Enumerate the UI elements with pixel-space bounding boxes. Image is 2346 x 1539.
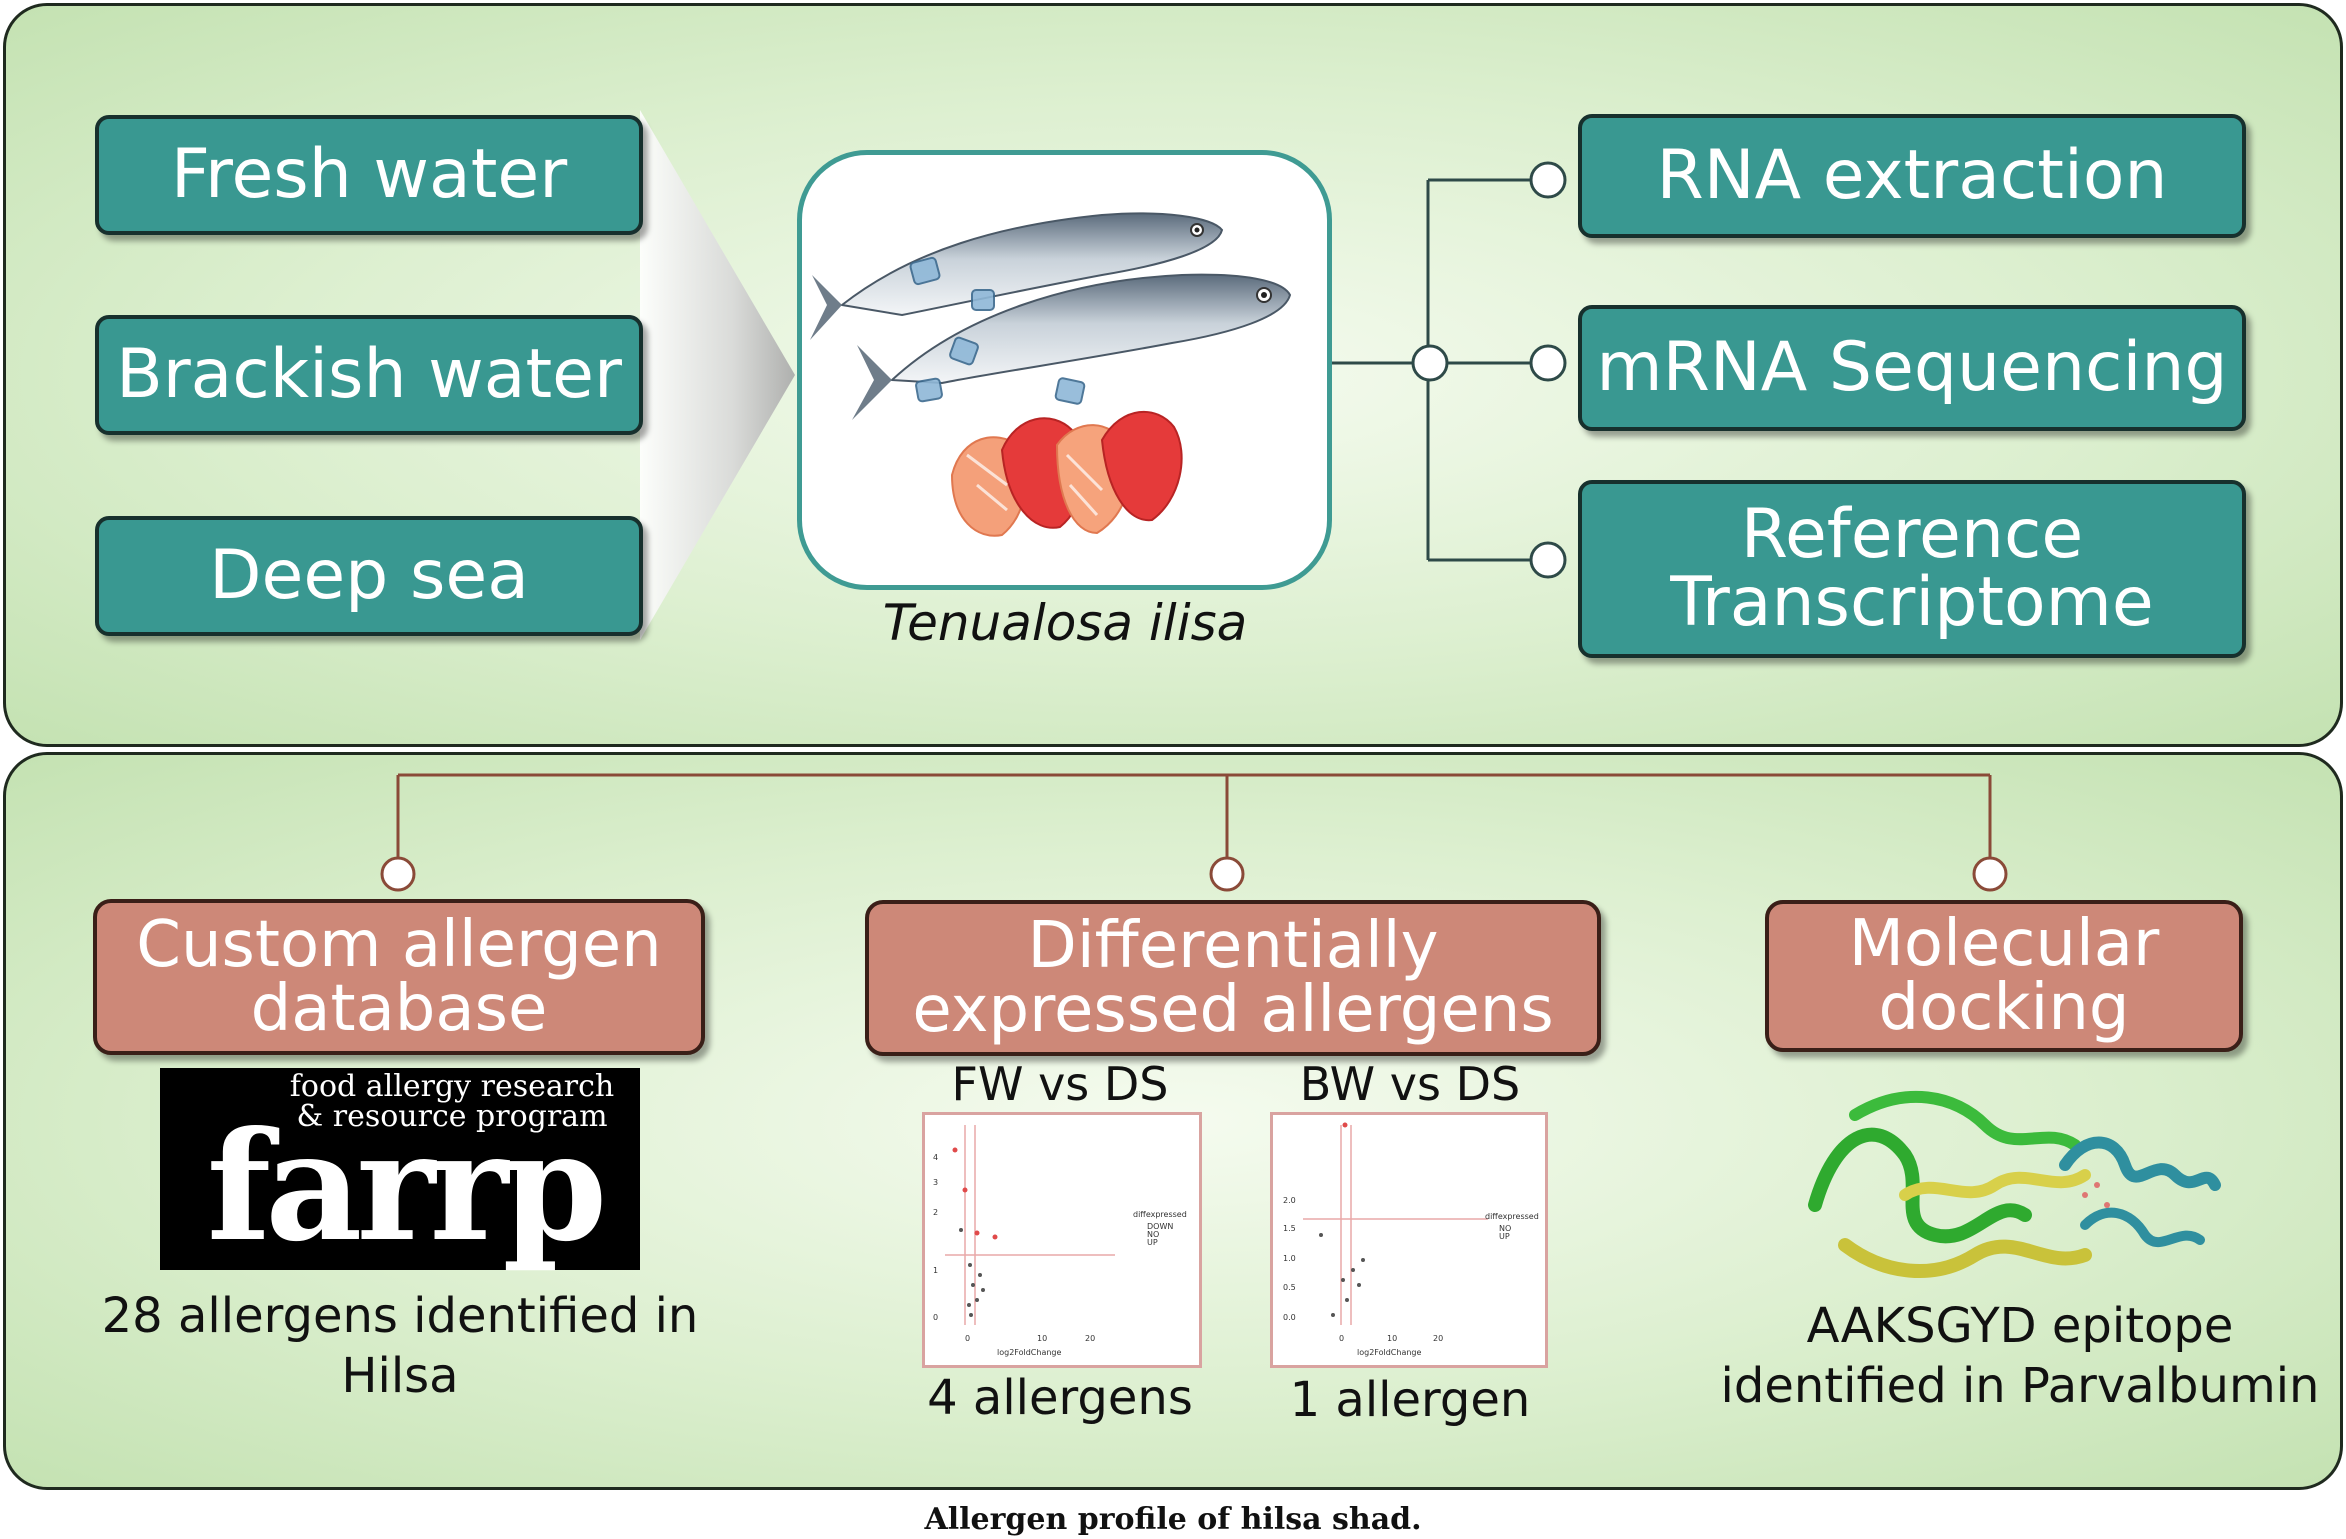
y-tick: 0.0 [1283,1313,1296,1322]
workflow-label: mRNA Sequencing [1596,328,2228,407]
farrp-logo: food allergy research & resource program… [160,1068,640,1270]
comparison-label: FW vs DS [951,1057,1169,1111]
fish-fillet-icon [950,410,1183,537]
y-tick: 2 [933,1208,938,1217]
y-tick: 1.0 [1283,1254,1296,1263]
analysis-title: Custom allergen database [136,908,662,1046]
x-axis-label: log2FoldChange [997,1348,1062,1357]
habitat-deep-sea: Deep sea [95,516,643,636]
species-name: Tenualosa ilisa [882,594,1248,652]
habitat-label: Deep sea [209,536,529,615]
fish-illustration [810,212,1292,537]
fish-icon [852,273,1292,420]
workflow-connector [1332,161,1567,579]
x-tick: 0 [965,1334,970,1343]
y-tick: 0 [933,1313,938,1322]
comparison-label: BW vs DS [1299,1057,1521,1111]
legend-item: DOWN [1147,1222,1173,1231]
comparison-result: 1 allergen [1289,1372,1531,1428]
farrp-tagline: food allergy research [289,1069,615,1104]
legend-item: NO [1147,1230,1159,1239]
farrp-wordmark: farrp [206,1099,608,1275]
allergen-count-result: 28 allergens identified in Hilsa [101,1288,699,1404]
habitat-brackish-water: Brackish water [95,315,643,435]
analysis-connector [380,773,2008,892]
x-tick: 10 [1387,1334,1397,1343]
docking-result: AAKSGYD epitope identified in Parvalbumi… [1720,1298,2320,1414]
habitat-label: Brackish water [116,335,622,414]
analysis-title: Molecular docking [1848,907,2160,1045]
analysis-custom-allergen-database: Custom allergen database [93,899,705,1055]
fish-illustration-card [797,150,1332,590]
legend-item: UP [1499,1232,1510,1241]
analysis-differentially-expressed: Differentially expressed allergens [865,900,1601,1056]
volcano-plot-bw-ds: 0.0 0.5 1.0 1.5 2.0 0 10 20 log2FoldChan… [1270,1112,1548,1368]
workflow-reference-transcriptome: Reference Transcriptome [1578,480,2246,658]
habitat-label: Fresh water [170,135,568,214]
y-tick: 2.0 [1283,1196,1296,1205]
funnel-arrow [640,110,795,640]
x-tick: 20 [1085,1334,1095,1343]
y-tick: 4 [933,1153,938,1162]
workflow-label: RNA extraction [1656,136,2168,215]
legend-title: diffexpressed [1485,1212,1539,1221]
workflow-mrna-sequencing: mRNA Sequencing [1578,305,2246,431]
farrp-tagline: & resource program [296,1099,608,1134]
ice-cubes-icon [909,256,1086,405]
figure-caption: Allergen profile of hilsa shad. [924,1502,1422,1537]
x-axis-label: log2FoldChange [1357,1348,1422,1357]
fish-icon [810,212,1224,340]
y-tick: 0.5 [1283,1283,1296,1292]
analysis-molecular-docking: Molecular docking [1765,900,2243,1052]
x-tick: 20 [1433,1334,1443,1343]
volcano-plot-fw-ds: 0 1 2 3 4 0 10 20 log2FoldChange diffexp… [922,1112,1202,1368]
legend-item: UP [1147,1238,1158,1247]
y-tick: 3 [933,1178,938,1187]
x-tick: 0 [1339,1334,1344,1343]
x-tick: 10 [1037,1334,1047,1343]
volcano-plot-graphic: 0.0 0.5 1.0 1.5 2.0 0 10 20 log2FoldChan… [1283,1122,1539,1357]
volcano-plot-graphic: 0 1 2 3 4 0 10 20 log2FoldChange diffexp… [933,1125,1187,1357]
legend-item: NO [1499,1224,1511,1233]
legend-title: diffexpressed [1133,1210,1187,1219]
workflow-rna-extraction: RNA extraction [1578,114,2246,238]
y-tick: 1.5 [1283,1224,1296,1233]
habitat-fresh-water: Fresh water [95,115,643,235]
comparison-result: 4 allergens [927,1370,1193,1426]
workflow-label: Reference Transcriptome [1670,495,2154,642]
protein-structure-illustration [1808,1090,2221,1278]
analysis-title: Differentially expressed allergens [912,909,1554,1047]
y-tick: 1 [933,1266,938,1275]
